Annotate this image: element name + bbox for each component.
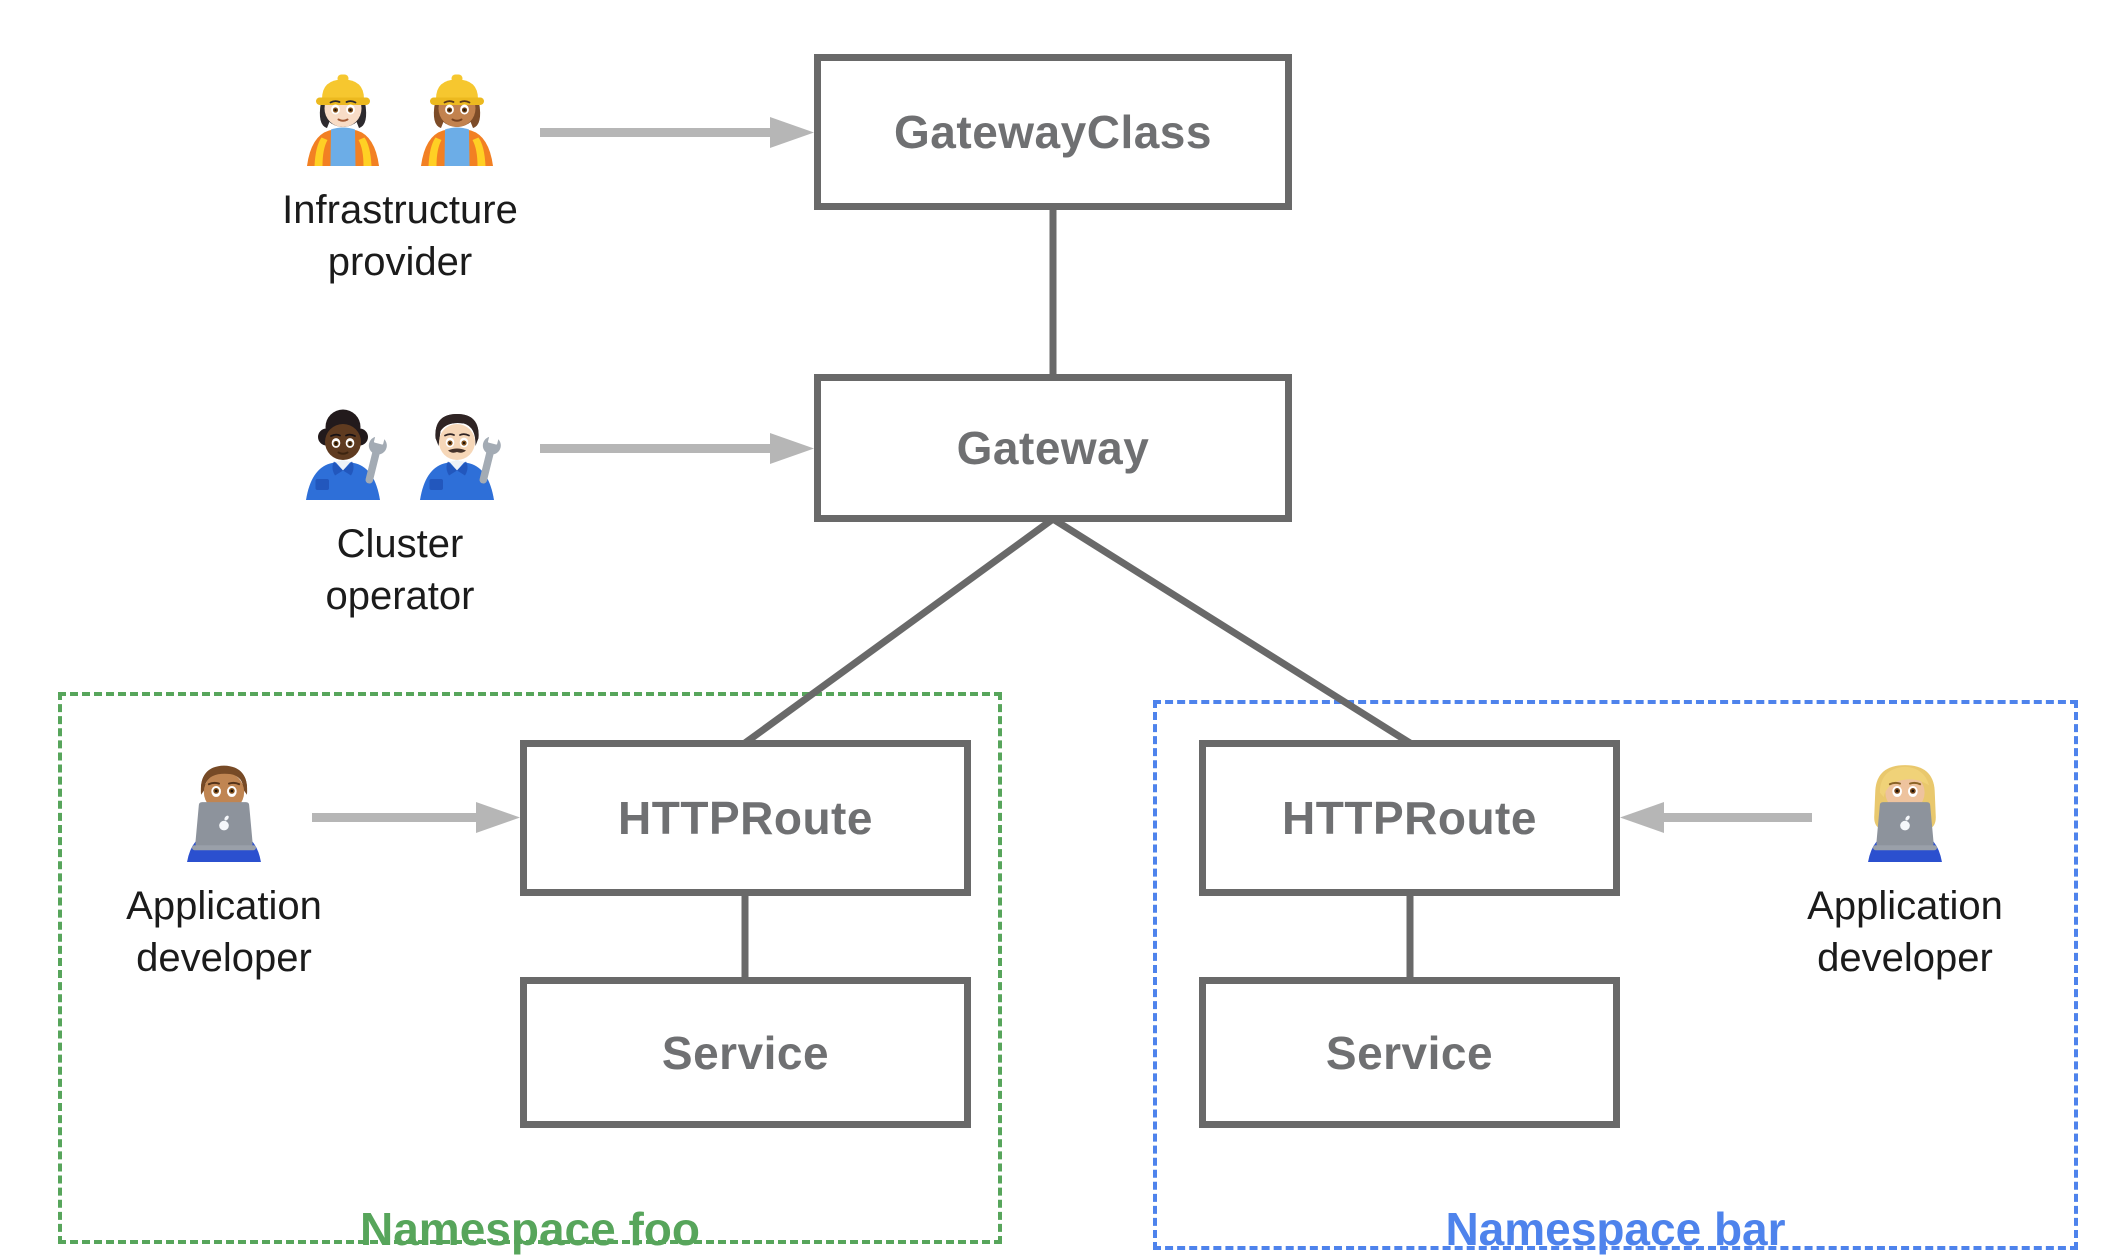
namespace-foo-boundary <box>58 692 1002 1244</box>
application-developer-foo-icons <box>168 750 280 862</box>
node-gatewayclass: GatewayClass <box>814 54 1292 210</box>
cluster-operator-label-line2: operator <box>325 574 475 618</box>
infrastructure-provider-label-line2: provider <box>327 240 473 284</box>
application-developer-bar-label-line1: Application <box>1807 884 2003 928</box>
node-service-foo-label: Service <box>661 1026 830 1079</box>
application-developer-foo-label: Application developer <box>126 880 322 984</box>
man-mechanic-light-skin-icon <box>420 414 501 500</box>
application-developer-bar-label-line2: developer <box>1817 936 1993 980</box>
persona-infrastructure-provider: Infrastructure provider <box>200 66 600 288</box>
persona-application-developer-foo: Application developer <box>74 750 374 984</box>
namespace-bar-label: Namespace bar <box>1445 1203 1786 1255</box>
application-developer-foo-label-line1: Application <box>126 884 322 928</box>
arrow-infrastructure-provider-head <box>770 117 814 148</box>
node-service-bar: Service <box>1199 977 1620 1128</box>
node-gatewayclass-label: GatewayClass <box>894 106 1212 158</box>
node-service-foo: Service <box>520 977 971 1128</box>
infrastructure-provider-icons <box>293 66 507 166</box>
infrastructure-provider-label: Infrastructure provider <box>282 184 518 288</box>
application-developer-foo-label-line2: developer <box>136 936 312 980</box>
node-gateway-label: Gateway <box>956 422 1150 474</box>
cluster-operator-icons <box>293 400 507 500</box>
persona-application-developer-bar: Application developer <box>1755 750 2055 984</box>
cluster-operator-label-line1: Cluster <box>336 522 464 566</box>
infrastructure-provider-label-line1: Infrastructure <box>282 188 518 232</box>
node-service-bar-label: Service <box>1325 1026 1494 1079</box>
node-httproute-foo: HTTPRoute <box>520 740 971 896</box>
node-httproute-bar: HTTPRoute <box>1199 740 1620 896</box>
application-developer-bar-icons <box>1849 750 1961 862</box>
man-technologist-icon <box>187 765 261 862</box>
application-developer-bar-label: Application developer <box>1807 880 2003 984</box>
mechanic-dark-skin-icon <box>306 409 387 500</box>
node-gateway: Gateway <box>814 374 1292 522</box>
namespace-foo-label: Namespace foo <box>359 1203 700 1255</box>
woman-construction-worker-light-skin-icon <box>307 74 379 166</box>
woman-technologist-icon <box>1868 765 1942 862</box>
namespace-bar-boundary <box>1153 700 2078 1250</box>
node-httproute-bar-label: HTTPRoute <box>1282 792 1537 844</box>
cluster-operator-label: Cluster operator <box>326 518 475 622</box>
woman-construction-worker-medium-skin-icon <box>421 74 493 166</box>
persona-cluster-operator: Cluster operator <box>200 400 600 622</box>
arrow-cluster-operator-head <box>770 433 814 464</box>
node-httproute-foo-label: HTTPRoute <box>618 792 873 844</box>
